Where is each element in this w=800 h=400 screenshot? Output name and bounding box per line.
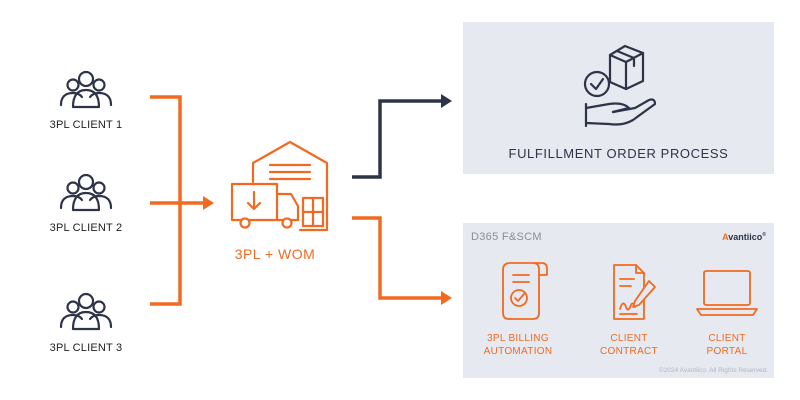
brand-logo: Avantiico®	[722, 232, 766, 242]
system-title: D365 F&SCM	[471, 231, 542, 243]
system-connector	[352, 216, 442, 300]
fulfillment-connector	[352, 99, 442, 179]
package-hand-icon	[583, 44, 657, 128]
system-arrow-head	[441, 291, 452, 305]
client-3-label: 3PL CLIENT 3	[49, 342, 123, 354]
hub-label: 3PL + WOM	[234, 246, 316, 262]
client-3-people-icon	[59, 292, 113, 331]
feature-billing-label: 3PL BILLING AUTOMATION	[483, 333, 553, 357]
fulfillment-arrow-head	[441, 94, 452, 108]
client-1-label: 3PL CLIENT 1	[49, 119, 123, 131]
feature-contract-label: CLIENT CONTRACT	[600, 333, 658, 357]
client-connector	[150, 95, 206, 306]
system-panel: D365 F&SCM Avantiico®	[463, 223, 774, 378]
fulfillment-panel: FULFILLMENT ORDER PROCESS	[463, 22, 774, 174]
contract-signature-icon	[613, 264, 656, 320]
feature-portal-label: CLIENT PORTAL	[706, 333, 748, 357]
copyright-text: ©2024 Avantiico. All Rights Reserved.	[658, 367, 768, 374]
client-2-people-icon	[59, 173, 113, 212]
hub-arrow-head	[203, 196, 214, 210]
laptop-icon	[696, 270, 758, 316]
fulfillment-title: FULFILLMENT ORDER PROCESS	[508, 146, 729, 161]
billing-scroll-icon	[502, 262, 548, 320]
feature-icons	[502, 262, 758, 320]
client-2-label: 3PL CLIENT 2	[49, 222, 123, 234]
client-1-people-icon	[59, 70, 113, 109]
warehouse-truck-icon	[230, 140, 329, 232]
